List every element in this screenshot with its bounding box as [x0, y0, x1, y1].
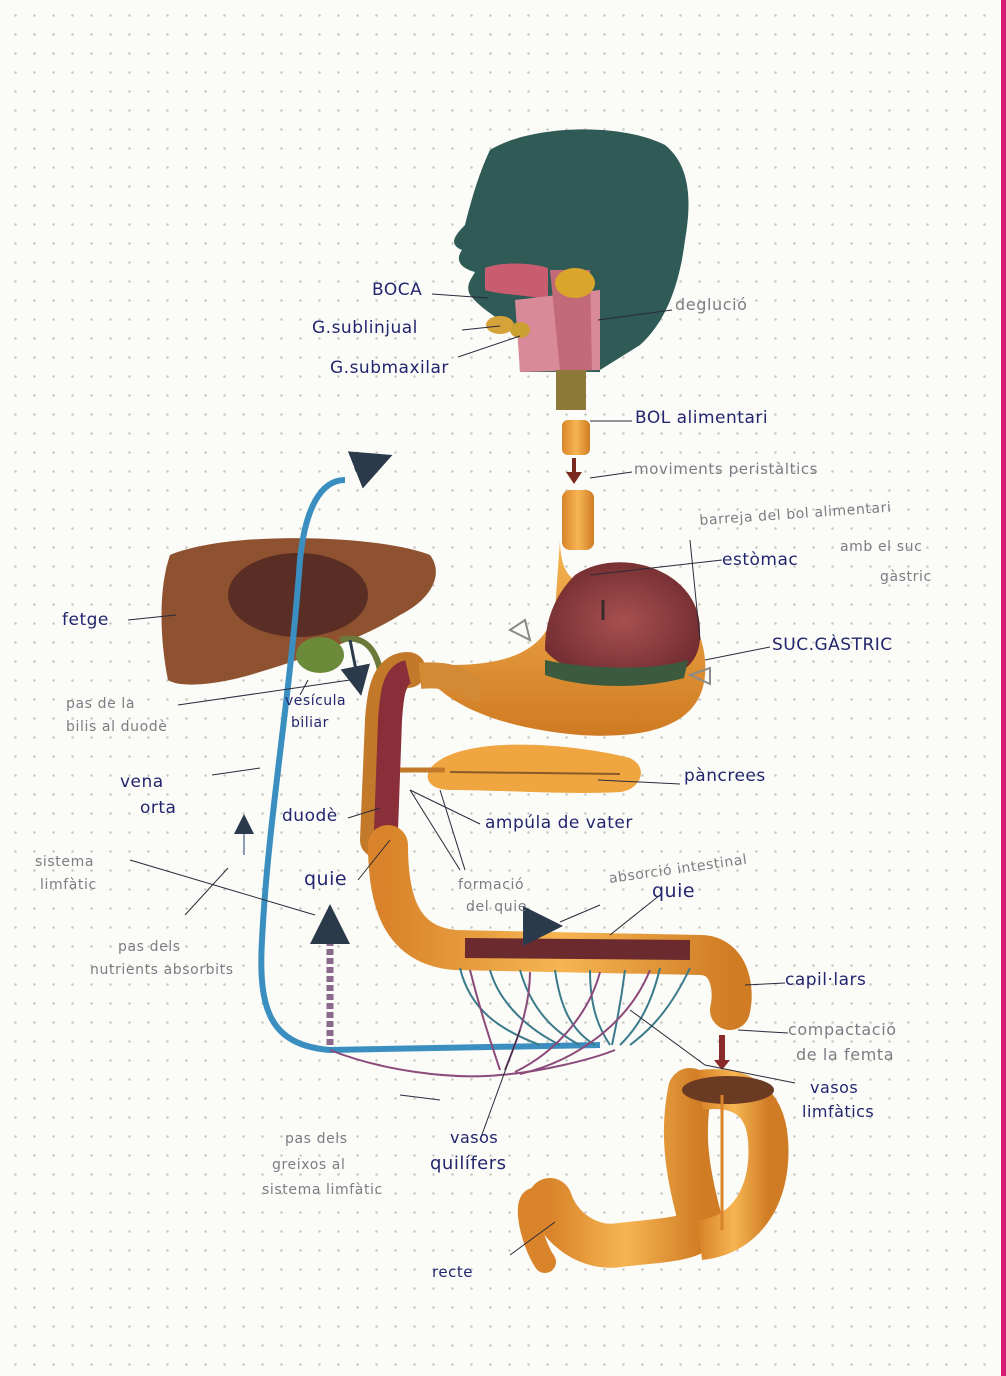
label-moviments-peristaltics: moviments peristàltics — [634, 460, 819, 478]
leader-lines — [127, 293, 796, 1256]
label-vena-1: vena — [120, 772, 164, 792]
label-estomac: estòmac — [722, 550, 799, 570]
label-sistema-limfatic-2: limfàtic — [40, 877, 97, 893]
label-recte: recte — [432, 1263, 473, 1281]
stomach — [431, 540, 706, 736]
label-quie-right: quie — [652, 880, 696, 902]
label-pancrees: pàncrees — [684, 766, 766, 786]
label-g-submaxilar: G.submaxilar — [330, 358, 449, 378]
label-vena-2: orta — [140, 798, 177, 818]
capillary-network — [459, 967, 691, 1046]
label-pas-greixos-2: greixos al — [272, 1157, 346, 1173]
label-quie-left: quie — [304, 868, 348, 890]
label-pas-bilis-1: pas de la — [66, 696, 136, 712]
label-capilars: capil·lars — [785, 970, 867, 990]
label-compactacio-2: de la femta — [796, 1045, 895, 1064]
lymph-network — [329, 969, 651, 1078]
label-barreja-3: gàstric — [880, 569, 932, 585]
label-fetge: fetge — [62, 610, 109, 630]
label-compactacio-1: compactació — [788, 1020, 897, 1039]
label-vasos-quilifers-1: vasos — [450, 1128, 499, 1147]
label-vesicula-2: biliar — [291, 715, 329, 731]
label-pas-greixos-1: pas dels — [285, 1131, 348, 1147]
salivary-glands — [486, 268, 595, 338]
small-intestine — [368, 825, 752, 1030]
gastric-juice-arrow-right — [687, 666, 711, 686]
bile-arrow — [340, 639, 371, 696]
feces-arrow-head — [714, 1060, 730, 1070]
large-intestine — [517, 1068, 789, 1273]
portal-vein — [258, 477, 601, 1054]
label-pas-nutrients-2: nutrients absorbits — [90, 962, 234, 978]
gastric-juice-arrow-left — [508, 618, 532, 642]
label-g-sublingual: G.sublinjual — [312, 318, 418, 338]
label-vesicula-1: vesícula — [285, 693, 347, 709]
label-bol-alimentari: BOL alimentari — [635, 408, 769, 428]
label-formacio-1: formació — [458, 877, 525, 893]
head-silhouette — [454, 129, 689, 372]
portal-vein-arrow — [347, 451, 393, 489]
label-boca: BOCA — [372, 280, 423, 300]
label-vasos-limfatics-1: vasos — [810, 1078, 859, 1097]
duodenum — [360, 652, 483, 858]
label-ampula-de-vater: ampúla de vater — [485, 813, 633, 833]
label-pas-nutrients-1: pas dels — [118, 939, 181, 955]
label-suc-gastric: SUC.GÀSTRIC — [772, 635, 893, 655]
label-barreja-2: amb el suc — [840, 539, 923, 555]
label-vasos-limfatics-2: limfàtics — [802, 1102, 875, 1121]
label-pas-greixos-3: sistema limfàtic — [262, 1182, 383, 1198]
label-formacio-2: del quie — [466, 899, 527, 915]
esophagus — [556, 370, 594, 550]
label-deglucio: deglució — [675, 295, 748, 314]
label-duode: duodè — [282, 806, 338, 826]
notebook-margin-line — [1001, 0, 1006, 1376]
label-vasos-quilifers-2: quilífers — [430, 1153, 507, 1174]
pancreas — [400, 744, 641, 793]
label-pas-bilis-2: bilis al duodè — [66, 719, 168, 735]
label-sistema-limfatic-1: sistema — [35, 854, 94, 870]
